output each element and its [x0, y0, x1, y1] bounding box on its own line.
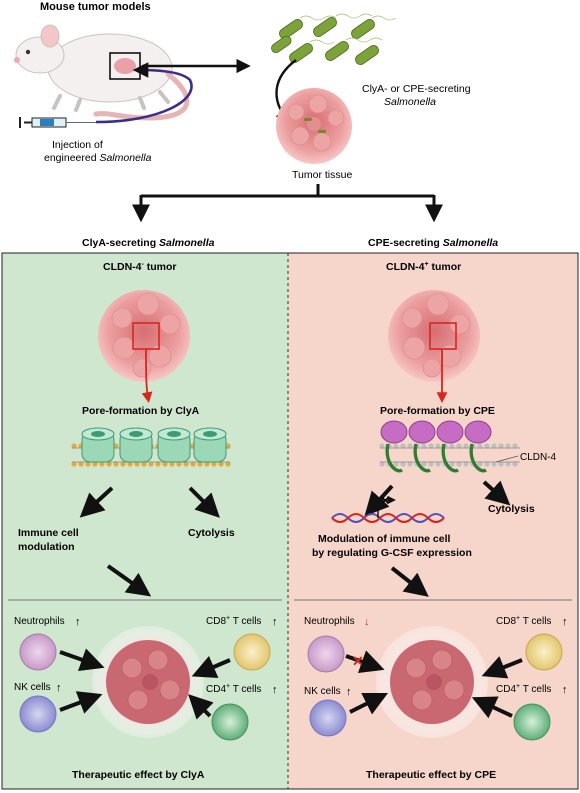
left-zoom-arrow: [141, 348, 153, 403]
left-cytolysis: Cytolysis: [188, 527, 235, 539]
left-neutrophil-cell: [19, 633, 57, 671]
left-arrow-cd8: [191, 655, 231, 678]
left-nk-cell: [19, 695, 57, 733]
clya-pores: [81, 427, 227, 463]
right-neutrophils-label: Neutrophils: [304, 616, 355, 627]
right-cd4-label: CD4+ T cells: [496, 683, 551, 695]
mouse-illustration: [14, 24, 190, 121]
right-modulation-line1: Modulation of immune cell: [318, 533, 451, 545]
right-pore-label: Pore-formation by CPE: [380, 405, 495, 417]
right-modulation-line2: by regulating G-CSF expression: [312, 547, 472, 559]
right-nk-label: NK cells: [304, 686, 341, 697]
dna-icon: ✕: [331, 495, 445, 523]
bacteria-line1: ClyA- or CPE-secreting: [362, 83, 471, 95]
left-immune-line1: Immune cell: [18, 527, 79, 539]
injection-arrow: [95, 62, 193, 124]
header-title: Mouse tumor models: [40, 1, 151, 13]
right-blocked-x: ✕: [352, 653, 364, 669]
left-cd4-label: CD4+ T cells: [206, 683, 261, 695]
left-arrow-immune: [79, 486, 114, 518]
cpe-pore-icon: [408, 420, 436, 473]
left-arrow-effect: [106, 564, 152, 597]
block-x-icon: ✕: [381, 496, 389, 507]
left-arrow-nk: [59, 691, 103, 714]
left-arrow-cytolysis: [188, 486, 220, 518]
clya-pore-icon: [157, 427, 191, 463]
right-arrow-cd8: [481, 656, 523, 679]
cldn4-leader: [495, 455, 519, 463]
left-arrow-cd4: [188, 694, 214, 720]
left-nk-label: NK cells: [14, 682, 51, 693]
left-cd4-cell: [211, 703, 249, 741]
right-neutrophils-down: ↓: [364, 616, 370, 628]
right-cd8-label: CD8+ T cells: [496, 615, 551, 627]
left-cd8-label: CD8+ T cells: [206, 615, 261, 627]
right-arrow-cd4: [471, 696, 513, 719]
right-effect: Therapeutic effect by CPE: [366, 769, 496, 781]
right-tumor-label: CLDN-4+ tumor: [386, 261, 461, 273]
bacteria-italic: Salmonella: [384, 96, 436, 108]
syringe-icon: [19, 117, 96, 128]
left-pore-label: Pore-formation by ClyA: [82, 405, 200, 417]
flagella: [299, 13, 397, 45]
left-arrow-neutrophil: [59, 648, 105, 672]
right-cd8-up: ↑: [562, 616, 568, 628]
right-nk-cell: [309, 699, 347, 737]
left-nk-up: ↑: [56, 682, 62, 694]
injection-line1: Injection of: [52, 139, 103, 151]
right-cd4-up: ↑: [562, 684, 568, 696]
right-cldn4-label: CLDN-4: [520, 452, 557, 463]
right-nk-up: ↑: [346, 686, 352, 698]
right-cd8-cell: [525, 633, 563, 671]
left-neutrophils-label: Neutrophils: [14, 616, 65, 627]
left-effect: Therapeutic effect by ClyA: [72, 769, 205, 781]
left-heading: ClyA-secreting Salmonella: [82, 237, 215, 249]
left-neutrophils-up: ↑: [75, 616, 81, 628]
cpe-pores: [380, 420, 492, 473]
left-tumor-illustration: [98, 290, 190, 382]
right-arrow-nk: [349, 692, 389, 715]
right-cytolysis: Cytolysis: [488, 503, 535, 515]
cpe-pore-icon: [380, 420, 408, 473]
branch-connector: [132, 184, 443, 223]
right-tumor-treated: [376, 626, 488, 738]
tumor-tissue-label: Tumor tissue: [292, 169, 352, 181]
right-arrow-effect: [390, 566, 429, 597]
panels-border: [1, 252, 579, 790]
tumor-tissue: [276, 88, 352, 164]
cpe-pore-icon: [464, 420, 492, 473]
right-arrow-cytolysis: [482, 480, 511, 506]
right-arrow-modulation: [364, 484, 394, 517]
right-heading: CPE-secreting Salmonella: [368, 237, 498, 249]
clya-pore-icon: [119, 427, 153, 463]
left-tumor-label: CLDN-4- tumor: [103, 261, 177, 273]
left-tumor-treated: [92, 626, 204, 738]
left-cd8-cell: [233, 633, 271, 671]
right-tumor-illustration: [388, 290, 480, 382]
injection-line2: engineered Salmonella: [44, 152, 152, 164]
right-neutrophil-cell: [307, 635, 345, 673]
right-arrow-neutrophil: [345, 650, 385, 673]
left-cd4-up: ↑: [272, 684, 278, 696]
left-cd8-up: ↑: [272, 616, 278, 628]
left-immune-line2: modulation: [18, 541, 75, 553]
salmonella-bacteria: [271, 17, 379, 65]
right-cd4-cell: [513, 703, 551, 741]
clya-pore-icon: [81, 427, 115, 463]
clya-pore-icon: [193, 427, 227, 463]
cpe-pore-icon: [436, 420, 464, 473]
